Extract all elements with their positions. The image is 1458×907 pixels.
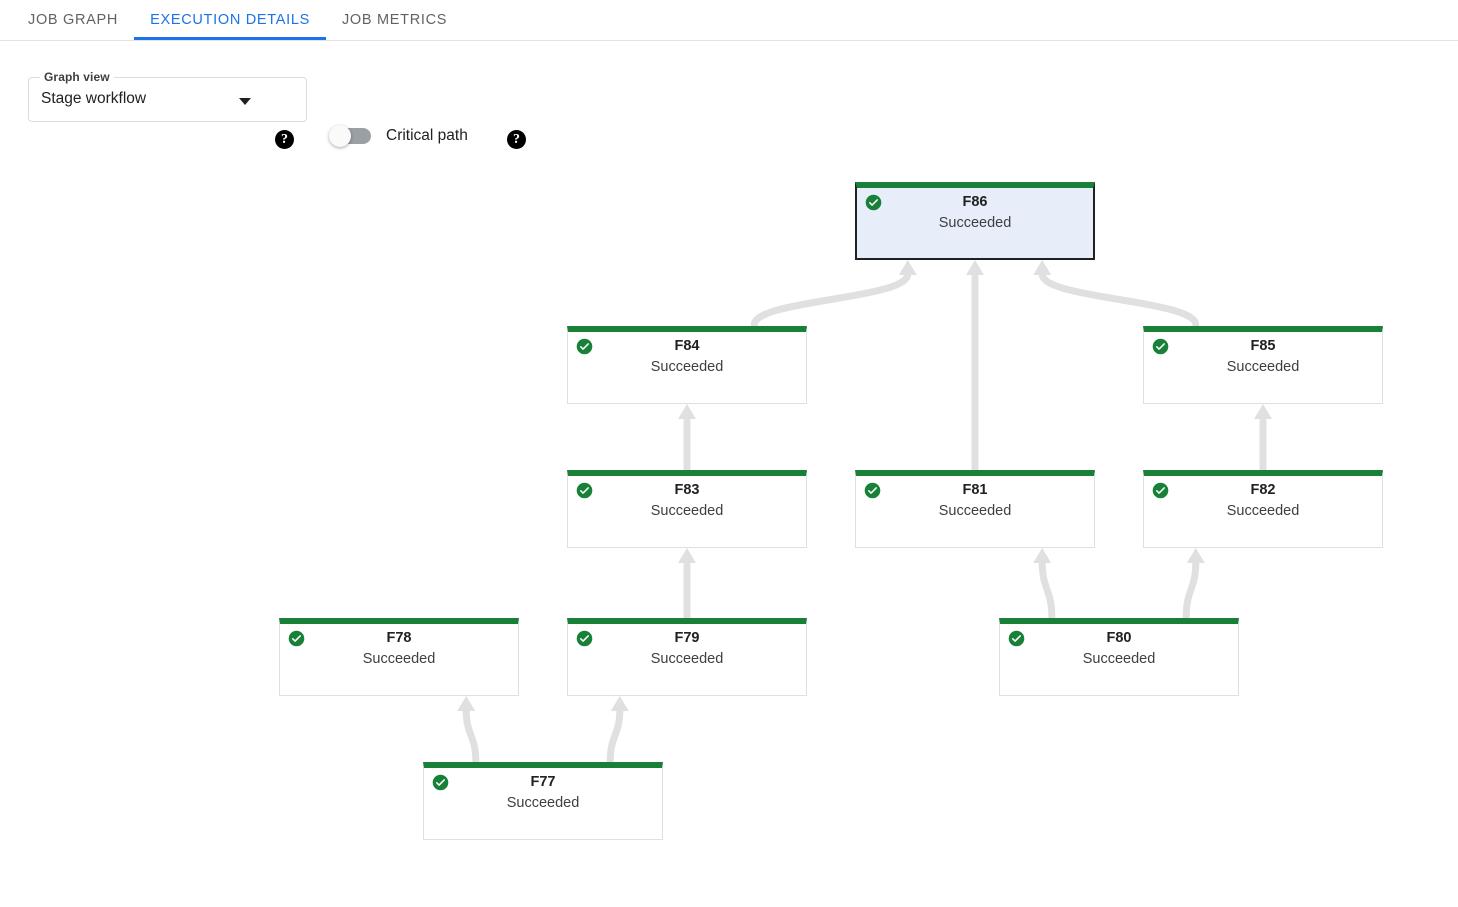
graph-edge-arrowhead [898, 260, 917, 275]
graph-edge-arrowhead [1254, 404, 1272, 419]
success-check-icon [576, 482, 593, 499]
stage-node-status: Succeeded [650, 651, 724, 667]
graph-view-label: Graph view [40, 70, 114, 84]
graph-edge-arrowhead [966, 260, 984, 275]
graph-edge-arrowhead [1186, 548, 1205, 563]
stage-node-title: F86 [962, 194, 988, 210]
graph-edge-arrowhead [1033, 260, 1052, 275]
stage-node-status: Succeeded [362, 651, 436, 667]
graph-edge-arrowhead [678, 404, 696, 419]
tab-job-metrics-label: JOB METRICS [341, 12, 448, 28]
graph-view-select[interactable]: Graph view Stage workflow [28, 70, 307, 122]
graph-view-value: Stage workflow [41, 90, 147, 107]
stage-node-title: F79 [674, 630, 700, 646]
stage-node-title: F80 [1106, 630, 1132, 646]
stage-node-title: F84 [674, 338, 700, 354]
graph-edges [457, 260, 1272, 765]
graph-edge-arrowhead [457, 696, 476, 711]
critical-path-toggle[interactable]: Critical path [329, 125, 468, 147]
critical-path-help-icon[interactable]: ? [507, 130, 526, 149]
stage-node-status: Succeeded [1226, 503, 1300, 519]
success-check-icon [432, 774, 449, 791]
stage-node-title: F85 [1250, 338, 1276, 354]
toggle-thumb[interactable] [329, 125, 351, 147]
stage-node-status: Succeeded [938, 215, 1012, 231]
graph-edge-f85-to-f86 [1038, 270, 1200, 329]
success-check-icon [576, 338, 593, 355]
toolbar: Graph view Stage workflow ? Critical pat… [0, 41, 1458, 149]
stage-node-title: F83 [674, 482, 700, 498]
tab-execution-details[interactable]: EXECUTION DETAILS [134, 0, 326, 40]
stage-node-status: Succeeded [650, 503, 724, 519]
critical-path-label: Critical path [386, 127, 468, 144]
success-check-icon [1152, 338, 1169, 355]
graph-edge-f80-to-f82 [1182, 558, 1200, 621]
success-check-icon [288, 630, 305, 647]
tab-job-graph-label: JOB GRAPH [28, 12, 119, 28]
stage-node-status: Succeeded [1082, 651, 1156, 667]
graph-edge-f77-to-f79 [606, 706, 624, 765]
toggle-track[interactable] [329, 125, 371, 147]
graph-edge-arrowhead [1033, 548, 1052, 563]
stage-node-title: F81 [962, 482, 988, 498]
tab-job-metrics[interactable]: JOB METRICS [326, 0, 463, 40]
chevron-down-icon[interactable] [239, 98, 251, 105]
success-check-icon [576, 630, 593, 647]
tab-job-graph[interactable]: JOB GRAPH [12, 0, 134, 40]
stage-node-title: F78 [386, 630, 412, 646]
stage-node-status: Succeeded [1226, 359, 1300, 375]
graph-edge-f84-to-f86 [750, 270, 912, 329]
success-check-icon [1152, 482, 1169, 499]
tab-execution-details-label: EXECUTION DETAILS [150, 12, 310, 28]
stage-node-title: F77 [530, 774, 556, 790]
success-check-icon [864, 482, 881, 499]
stage-node-status: Succeeded [938, 503, 1012, 519]
success-check-icon [865, 194, 882, 211]
graph-edge-arrowhead [678, 548, 696, 563]
stage-node-status: Succeeded [650, 359, 724, 375]
graph-edge-f80-to-f81 [1038, 558, 1056, 621]
stage-node-title: F82 [1250, 482, 1276, 498]
graph-view-help-icon[interactable]: ? [275, 130, 294, 149]
stage-node-status: Succeeded [506, 795, 580, 811]
success-check-icon [1008, 630, 1025, 647]
tab-bar: JOB GRAPH EXECUTION DETAILS JOB METRICS [0, 0, 1458, 41]
graph-edge-f77-to-f78 [462, 706, 480, 765]
graph-edge-arrowhead [610, 696, 629, 711]
